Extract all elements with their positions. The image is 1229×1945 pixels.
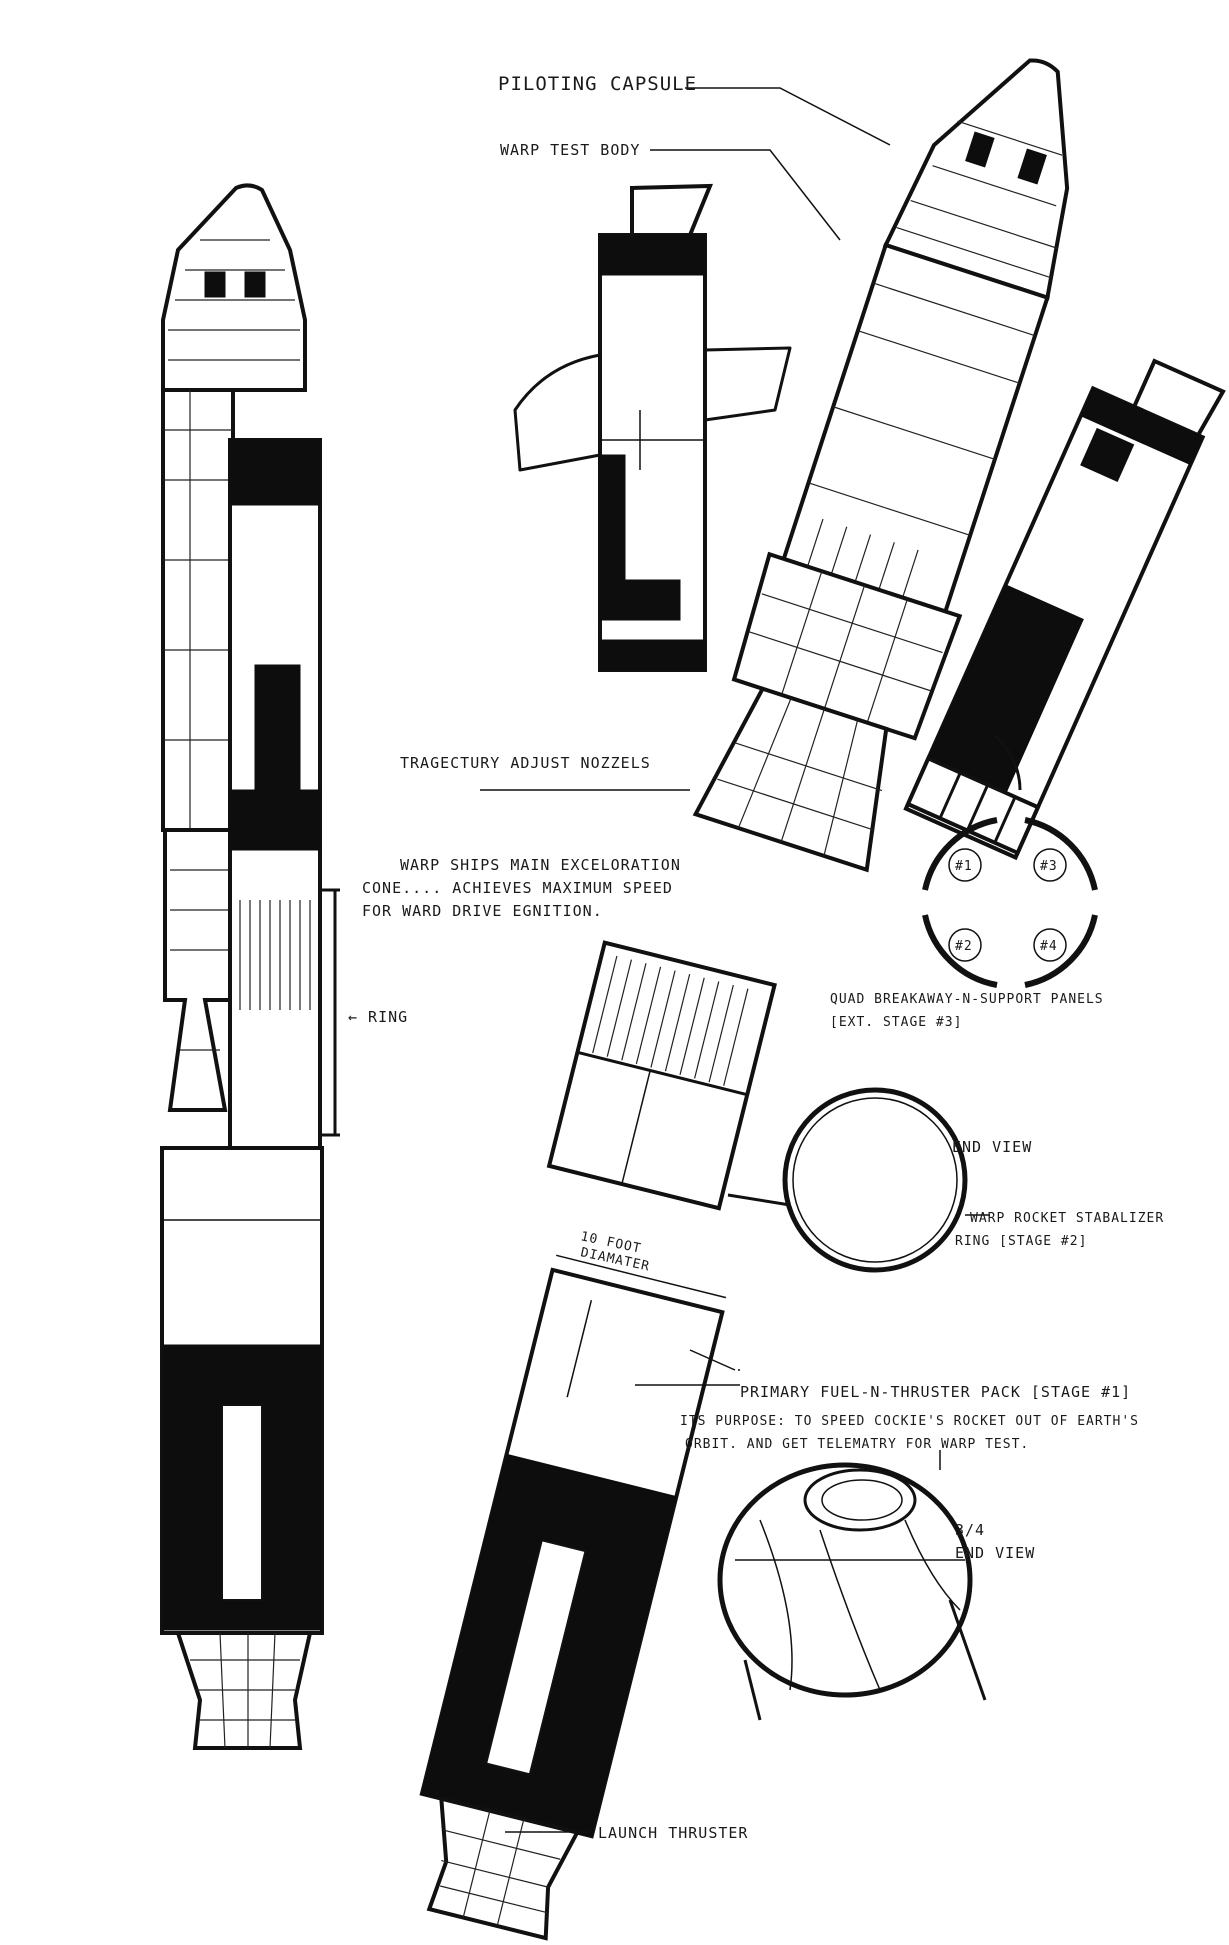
assembled-nose-capsule (161, 183, 307, 392)
quad-panels-diagram: #1 #3 #2 #4 (922, 817, 1098, 988)
warp-test-body-drawing (513, 183, 792, 672)
label-primary-pack: PRIMARY FUEL-N-THRUSTER PACK [STAGE #1] (740, 1383, 1131, 1401)
panel-3-label: #3 (1040, 859, 1058, 874)
label-trajectory-nozzles: TRAGECTURY ADJUST NOZZELS (400, 754, 651, 772)
label-end-view: END VIEW (952, 1138, 1032, 1156)
label-ring: ← RING (348, 1008, 408, 1026)
assembled-rocket (160, 183, 340, 1750)
label-quad-panels-2: [EXT. STAGE #3] (830, 1015, 962, 1030)
label-stabalizer-1: WARP ROCKET STABALIZER (970, 1211, 1164, 1226)
stage-1-diagonal-pack (419, 1254, 727, 1941)
stage-2-stabilizer-section (546, 940, 777, 1211)
label-warp-test-body: WARP TEST BODY (500, 141, 640, 159)
label-three-quarter-1: 3/4 (955, 1521, 985, 1539)
end-view-ring (782, 1087, 968, 1273)
label-purpose-2: ORBIT. AND GET TELEMATRY FOR WARP TEST. (685, 1437, 1029, 1452)
label-three-quarter-2: END VIEW (955, 1544, 1035, 1562)
label-launch-thruster: LAUNCH THRUSTER (598, 1824, 748, 1842)
panel-2-label: #2 (955, 939, 973, 954)
label-piloting-capsule: PILOTING CAPSULE (498, 73, 697, 95)
label-purpose-1: ITS PURPOSE: TO SPEED COCKIE'S ROCKET OU… (680, 1414, 1139, 1429)
panel-4-label: #4 (1040, 939, 1058, 954)
panel-1-label: #1 (955, 859, 973, 874)
label-main-cone-2: CONE.... ACHIEVES MAXIMUM SPEED (362, 879, 673, 897)
piloting-capsule-diagonal (692, 58, 1070, 873)
label-quad-panels-1: QUAD BREAKAWAY-N-SUPPORT PANELS (830, 992, 1104, 1007)
three-quarter-end-view (717, 1462, 987, 1721)
label-main-cone-1: WARP SHIPS MAIN EXCELORATION (400, 856, 681, 874)
stage-3-tube (903, 358, 1226, 861)
label-stabalizer-2: RING [STAGE #2] (955, 1234, 1087, 1249)
label-main-cone-3: FOR WARD DRIVE EGNITION. (362, 902, 603, 920)
